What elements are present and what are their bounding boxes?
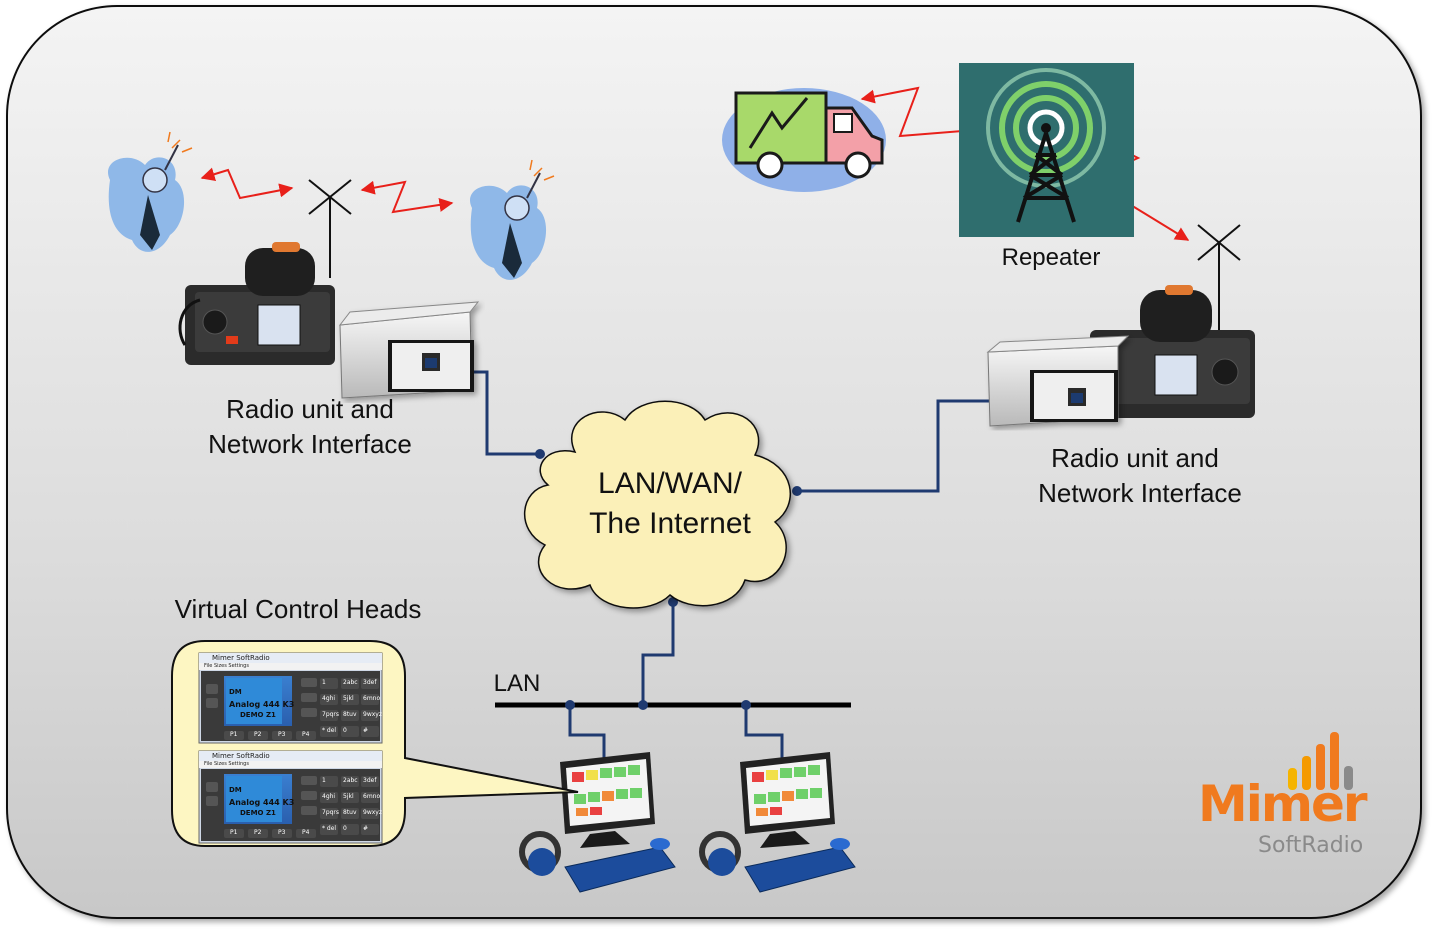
display-channel: Analog 444 K3 [229,700,295,709]
keypad-key[interactable]: 1 [322,777,326,784]
program-key[interactable]: P2 [254,829,262,836]
network-interface-box-right [986,335,1130,427]
keypad-key[interactable]: 0 [343,727,347,734]
mobile-radio-left [178,242,335,365]
mobile-radio-right [1090,285,1255,418]
display-mode: DM [229,688,242,696]
cloud-label-1: LAN/WAN/ [598,467,742,500]
keypad-key[interactable]: 9wxyz [363,809,382,816]
radio-left-label-2: Network Interface [208,429,412,459]
keypad-key[interactable]: 5jkl [343,695,354,702]
keypad-key[interactable]: 3def [363,777,377,784]
link-nodes [535,449,802,710]
link-lan-pc2 [744,705,784,762]
computer-workstation [519,752,676,893]
keypad-key[interactable]: 5jkl [343,793,354,800]
link-lan-pc1 [568,705,606,762]
display-zone: DEMO Z1 [240,809,276,817]
keypad-key[interactable]: 8tuv [343,711,357,718]
radio-user-icon [470,159,555,280]
node [535,449,545,459]
virtual-heads-label: Virtual Control Heads [174,594,422,624]
keypad-key[interactable]: # [363,727,369,734]
mimer-logo-bars [1288,732,1353,790]
keypad-key[interactable]: 1 [322,679,326,686]
keypad-key[interactable]: 9wxyz [363,711,382,718]
computer-workstation [699,752,856,893]
program-key[interactable]: P3 [278,731,286,738]
keypad-key[interactable]: 4ghi [322,695,336,702]
node [741,700,751,710]
keypad-key[interactable]: 3def [363,679,377,686]
keypad-key[interactable]: 7pqrs [322,809,340,816]
antenna-right [1197,224,1241,345]
keypad-key[interactable]: 0 [343,825,347,832]
display-mode: DM [229,786,242,794]
window-title: Mimer SoftRadio [212,654,270,662]
radio-link [860,86,1002,138]
display-channel: Analog 444 K3 [229,798,295,807]
keypad-key[interactable]: 2abc [343,679,358,686]
radio-link [200,167,294,200]
keypad-key[interactable]: 6mno [363,793,381,800]
keypad-key[interactable]: 6mno [363,695,381,702]
cloud [523,400,791,609]
keypad-key[interactable]: 7pqrs [322,711,340,718]
network-interface-box-left [338,301,480,399]
display-zone: DEMO Z1 [240,711,276,719]
node [792,486,802,496]
program-key[interactable]: P1 [230,829,238,836]
program-key[interactable]: P3 [278,829,286,836]
repeater-icon [959,63,1134,237]
cloud-label-2: The Internet [589,507,751,540]
brand-name: Mimer [1198,775,1368,833]
window-menu: File Sizes Settings [204,761,249,767]
softradio-window-1 [198,652,383,744]
radio-user-icon [108,131,193,252]
repeater-label: Repeater [1001,244,1101,271]
window-menu: File Sizes Settings [204,663,249,669]
radio-link [360,180,454,214]
link-cloud-lan [641,602,675,705]
keypad-key[interactable]: 8tuv [343,809,357,816]
softradio-window-2 [198,750,383,844]
radio-right-label-2: Network Interface [1038,478,1242,508]
brand-sub: SoftRadio [1258,833,1364,858]
node [638,700,648,710]
keypad-key[interactable]: 2abc [343,777,358,784]
window-title: Mimer SoftRadio [212,752,270,760]
radio-right-label-1: Radio unit and [1051,443,1219,473]
lan-label: LAN [493,670,541,697]
keypad-key[interactable]: 4ghi [322,793,336,800]
radio-left-label-1: Radio unit and [226,394,394,424]
program-key[interactable]: P4 [302,731,310,738]
node [565,700,575,710]
program-key[interactable]: P4 [302,829,310,836]
keypad-key[interactable]: * del [322,727,337,734]
keypad-key[interactable]: # [363,825,369,832]
truck-icon [722,88,886,192]
program-key[interactable]: P1 [230,731,238,738]
program-key[interactable]: P2 [254,731,262,738]
keypad-key[interactable]: * del [322,825,337,832]
antenna-left [308,179,352,278]
